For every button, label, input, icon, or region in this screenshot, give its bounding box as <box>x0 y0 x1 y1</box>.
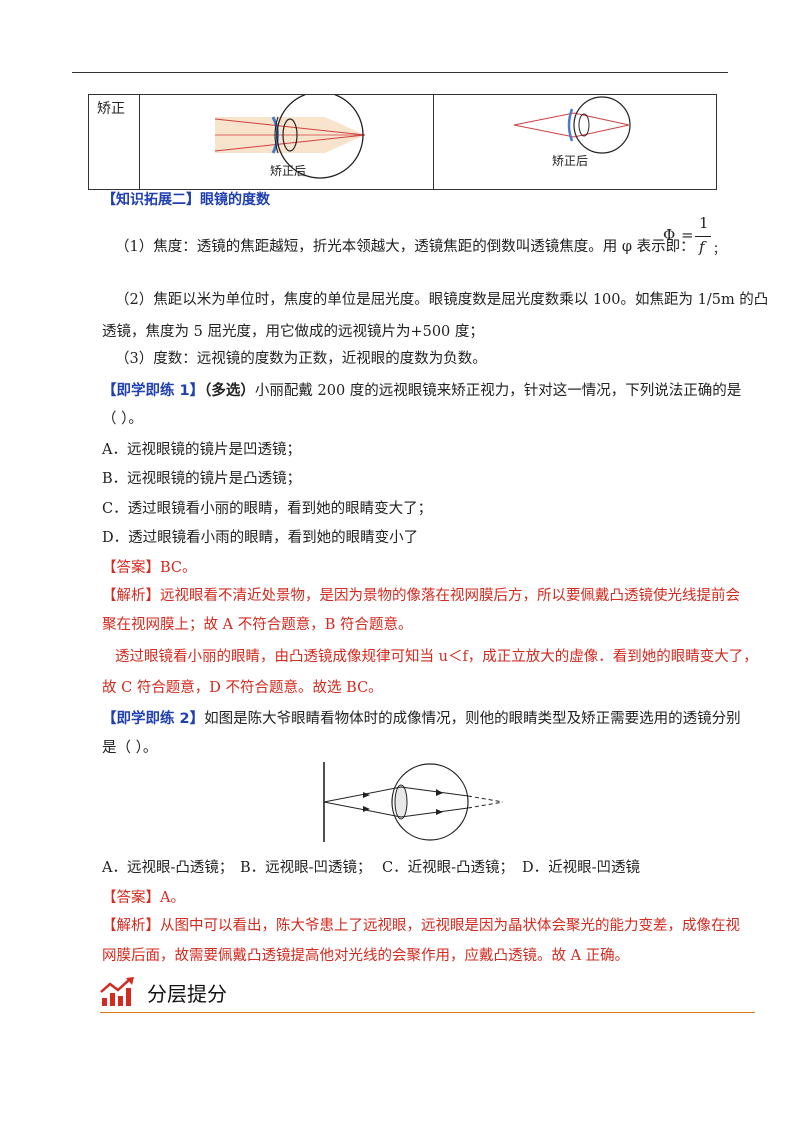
exercise-2-tag: 【即学即练 2】 <box>102 711 205 727</box>
ray-extension-top <box>467 795 504 803</box>
formula-numerator: 1 <box>699 214 709 232</box>
exercise-2-answer: 【答案】A。 <box>102 890 185 906</box>
formula-bar <box>695 236 711 237</box>
ray-extension-bottom <box>467 801 504 809</box>
correction-table: 矫正 矫正后 <box>88 91 717 190</box>
exercise-2-question: 如图是陈大爷眼睛看物体时的成像情况，则他的眼睛类型及矫正需要选用的透镜分别 <box>204 711 741 727</box>
arrow-top <box>363 792 370 798</box>
exercise-2-analysis-1: 【解析】从图中可以看出，陈大爷患上了远视眼，远视眼是因为晶状体会聚光的能力变差，… <box>102 918 740 934</box>
exercise-2-option-b: B．远视眼-凹透镜； <box>240 860 372 876</box>
left-caption: 矫正后 <box>270 164 307 178</box>
formula-denominator: f <box>699 238 705 256</box>
growth-chart-icon <box>100 977 134 1006</box>
ray-in-bottom <box>323 801 402 818</box>
paragraph-units-line2: 透镜，焦度为 5 屈光度，用它做成的远视镜片为+500 度； <box>102 324 484 340</box>
ray-bottom <box>513 124 575 138</box>
footer-rule <box>100 1012 755 1013</box>
ray-bottom-inner <box>573 124 630 138</box>
exercise-2-stem: 【即学即练 2】如图是陈大爷眼睛看物体时的成像情况，则他的眼睛类型及矫正需要选用… <box>102 709 741 729</box>
left-figure-cell: 矫正后 <box>139 91 434 190</box>
exercise-1-stem: 【即学即练 1】（多选）小丽配戴 200 度的远视眼镜来矫正视力，针对这一情况，… <box>102 381 741 401</box>
ray-out-top <box>400 786 469 797</box>
paragraph-degree: （3）度数：远视镜的度数为正数，近视眼的度数为负数。 <box>115 351 487 367</box>
paragraph-units-line1: （2）焦距以米为单位时，焦度的单位是屈光度。眼镜度数是屈光度数乘以 100。如焦… <box>115 292 769 308</box>
formula-equals: = <box>681 226 694 244</box>
exercise-1-question: 小丽配戴 200 度的远视眼镜来矫正视力，针对这一情况，下列说法正确的是 <box>254 383 742 399</box>
header-rule <box>72 72 728 73</box>
eyeball <box>391 763 469 841</box>
concave-lens <box>567 108 574 142</box>
arrow-out-bottom <box>436 809 443 815</box>
eye-lens <box>282 118 298 152</box>
exercise-1-option-a: A．远视眼镜的镜片是凹透镜； <box>102 442 301 458</box>
farsighted-correction-figure <box>214 91 366 179</box>
exercise-1-option-d: D．透过眼镜看小雨的眼睛，看到她的眼睛变小了 <box>102 530 419 546</box>
exercise-1-option-c: C．透过眼镜看小丽的眼睛，看到她的眼睛变大了； <box>102 501 433 517</box>
eyeball <box>573 96 631 154</box>
ray-in-top <box>323 786 402 803</box>
ray-top <box>214 118 366 136</box>
section-title: 【知识拓展二】眼镜的度数 <box>102 192 270 208</box>
ray-top <box>513 112 575 126</box>
crystalline-lens <box>394 784 408 820</box>
arrow-bottom <box>363 806 370 812</box>
exercise-2-analysis-2: 网膜后面，故需要佩戴凸透镜提高他对光线的会聚作用，应戴凸透镜。故 A 正确。 <box>102 948 630 964</box>
exercise-1-tag: 【即学即练 1】 <box>102 383 205 399</box>
exercise-2-option-d: D．近视眼-凹透镜 <box>522 860 641 876</box>
formula-lhs: Φ <box>663 226 676 244</box>
eye-imaging-figure <box>323 762 504 842</box>
exercise-2-option-c: C．近视眼-凸透镜； <box>382 860 514 876</box>
eye-lens <box>578 113 590 137</box>
ray-bottom <box>214 134 366 152</box>
exercise-1-analysis-1: 【解析】远视眼看不清近处景物，是因为景物的像落在视网膜后方，所以要佩戴凸透镜使光… <box>102 588 740 604</box>
exercise-1-multi: （多选） <box>204 382 255 399</box>
ray-top-inner <box>573 112 630 126</box>
paragraph-focal-power: （1）焦度：透镜的焦距越短，折光本领越大，透镜焦距的倒数叫透镜焦度。用 φ 表示… <box>115 239 695 255</box>
right-caption: 矫正后 <box>552 154 589 168</box>
exercise-1-analysis-2: 聚在视网膜上；故 A 不符合题意，B 符合题意。 <box>102 617 413 633</box>
formula-tail: ； <box>713 242 726 256</box>
exercise-2-blank: 是（ ）。 <box>102 740 158 756</box>
right-figure-cell: 矫正后 <box>433 94 717 190</box>
nearsighted-correction-figure <box>513 96 631 154</box>
arrow-out-top <box>436 789 443 796</box>
exercise-1-analysis-3: 透过眼镜看小丽的眼睛，由凸透镜成像规律可知当 u＜f，成正立放大的虚像．看到她的… <box>115 649 758 665</box>
exercise-1-blank: （ ）。 <box>102 411 143 427</box>
row-label: 矫正 <box>97 101 125 117</box>
row-label-cell: 矫正 <box>88 94 140 190</box>
exercise-1-answer: 【答案】BC。 <box>102 560 197 576</box>
cornea <box>274 116 279 154</box>
exercise-1-analysis-4: 故 C 符合题意，D 不符合题意。故选 BC。 <box>102 680 383 696</box>
exercise-2-option-a: A．远视眼-凸透镜； <box>102 860 234 876</box>
exercise-1-option-b: B．远视眼镜的镜片是凸透镜； <box>102 471 302 487</box>
focal-power-formula: Φ = 1 f ； <box>661 214 741 264</box>
ray-out-bottom <box>400 807 469 818</box>
footer-title: 分层提分 <box>147 982 227 1006</box>
